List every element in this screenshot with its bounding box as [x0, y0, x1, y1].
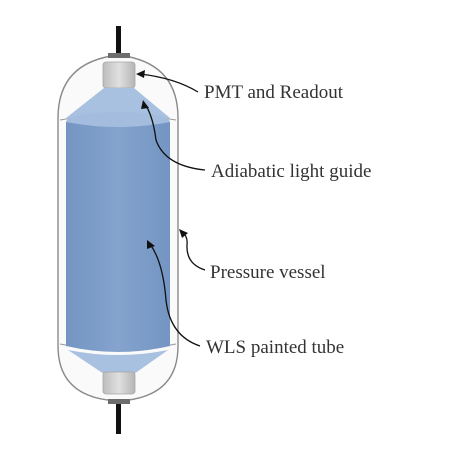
wls-tube [66, 122, 170, 352]
bottom-cable [116, 396, 121, 434]
vessel-leader [181, 231, 206, 271]
label-light-guide: Adiabatic light guide [211, 161, 371, 182]
light-guide-arrowhead [141, 100, 149, 109]
top-cable [116, 26, 121, 56]
tube-leader [149, 243, 201, 347]
pmt-arrowhead [136, 70, 145, 78]
top-flange [108, 53, 130, 58]
label-pressure-vessel: Pressure vessel [210, 262, 326, 283]
pmt-top-icon [102, 61, 136, 89]
label-wls-tube: WLS painted tube [206, 337, 344, 358]
label-pmt: PMT and Readout [204, 82, 344, 103]
pmt-bottom-icon [102, 371, 136, 395]
tube-arrowhead [147, 240, 155, 249]
pmt-leader [139, 73, 199, 93]
light-guide-leader [144, 103, 206, 171]
bottom-flange [108, 399, 130, 404]
vessel-arrowhead [179, 229, 188, 238]
light-guide-bottom [68, 350, 168, 374]
